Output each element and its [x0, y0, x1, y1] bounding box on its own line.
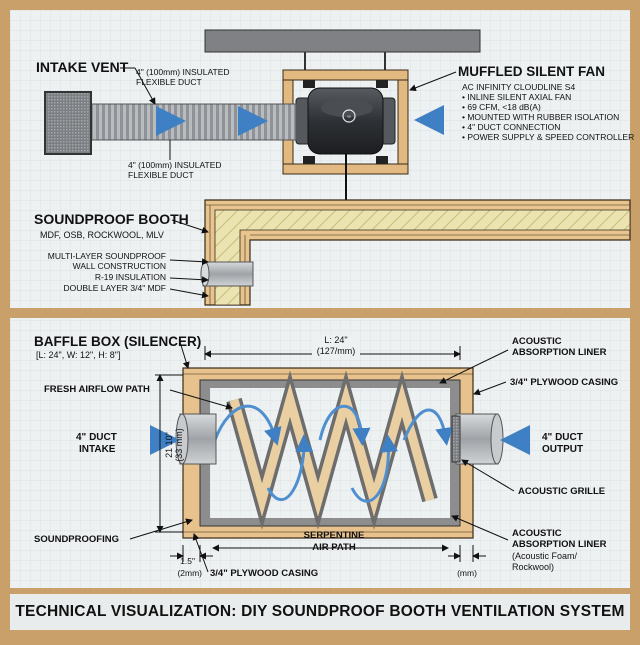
serpentine-label-1: SERPENTINE [304, 530, 365, 541]
serpentine-baffles [226, 370, 438, 530]
fan-logo [342, 109, 356, 123]
liner-bottom-2: ABSORPTION LINER [512, 539, 607, 550]
fresh-airflow-label: FRESH AIRFLOW PATH [44, 384, 150, 395]
wall-line-0: MULTI-LAYER SOUNDPROOF [48, 251, 166, 261]
fan-line-3: • MOUNTED WITH RUBBER ISOLATION [462, 112, 619, 122]
dim-2mm: (2mm) [177, 568, 202, 578]
grille-label: ACOUSTIC GRILLE [518, 486, 605, 497]
duct-output-label-2: OUTPUT [542, 444, 583, 455]
liner-bottom-4: Rockwool) [512, 562, 554, 572]
duct-intake-label-2: INTAKE [79, 444, 116, 455]
fan-title: MUFFLED SILENT FAN [458, 64, 605, 79]
duct-label-bottom-1: 4" (100mm) INSULATED [128, 160, 222, 170]
length-dim-label: L: 24" [324, 335, 347, 345]
wall-line-2: R-19 INSULATION [95, 272, 166, 282]
soundproofing-label: SOUNDPROOFING [34, 534, 119, 545]
wall-duct-penetration [202, 261, 254, 287]
liner-top-1: ACOUSTIC [512, 336, 562, 347]
dim-1-5: 1.5" [180, 556, 195, 566]
duct-output-label-1: 4" DUCT [542, 432, 583, 443]
intake-vent-grille [44, 91, 92, 155]
wall-line-3: DOUBLE LAYER 3/4" MDF [63, 283, 166, 293]
serpentine-label-2: AIR PATH [312, 542, 356, 553]
fan-line-2: • 69 CFM, <18 dB(A) [462, 102, 541, 112]
fan-line-4: • 4" DUCT CONNECTION [462, 122, 560, 132]
dim-mm: (mm) [457, 568, 477, 578]
footer-title: TECHNICAL VISUALIZATION: DIY SOUNDPROOF … [15, 603, 625, 620]
casing-bottom-label: 3/4" PLYWOOD CASING [210, 568, 318, 579]
height-dim-mm: (33 mm) [174, 428, 184, 462]
liner-bottom-1: ACOUSTIC [512, 528, 562, 539]
svg-text:∞: ∞ [347, 114, 351, 120]
baffle-title: BAFFLE BOX (SILENCER) [34, 334, 201, 349]
duct-intake-label-1: 4" DUCT [76, 432, 117, 443]
length-dim-mm: (127/mm) [317, 346, 356, 356]
duct-label-top-2: FLEXIBLE DUCT [136, 77, 202, 87]
booth-title: SOUNDPROOF BOOTH [34, 211, 189, 227]
height-dim-label: 21 10" [164, 432, 174, 458]
footer-bar: TECHNICAL VISUALIZATION: DIY SOUNDPROOF … [10, 594, 630, 630]
flexible-duct [89, 103, 297, 141]
liner-bottom-3: (Acoustic Foam/ [512, 551, 578, 561]
casing-top-label: 3/4" PLYWOOD CASING [510, 377, 618, 388]
liner-top-2: ABSORPTION LINER [512, 347, 607, 358]
booth-materials: MDF, OSB, ROCKWOOL, MLV [40, 230, 164, 240]
fan-line-1: • INLINE SILENT AXIAL FAN [462, 92, 571, 102]
ceiling-mount [204, 29, 481, 53]
airflow-path [213, 404, 454, 503]
baffle-dims: [L: 24", W: 12", H: 8"] [36, 350, 120, 360]
acoustic-grille [451, 415, 461, 463]
fan-frame-top [282, 69, 409, 81]
duct-label-top-1: 4" (100mm) INSULATED [136, 67, 230, 77]
duct-label-bottom-2: FLEXIBLE DUCT [128, 170, 194, 180]
fan-line-5: • POWER SUPPLY & SPEED CONTROLLER [462, 132, 634, 142]
intake-vent-label: INTAKE VENT [36, 59, 129, 75]
inline-fan: ∞ [295, 87, 396, 155]
fan-line-0: AC INFINITY CLOUDLINE S4 [462, 82, 575, 92]
wall-line-1: WALL CONSTRUCTION [73, 261, 166, 271]
